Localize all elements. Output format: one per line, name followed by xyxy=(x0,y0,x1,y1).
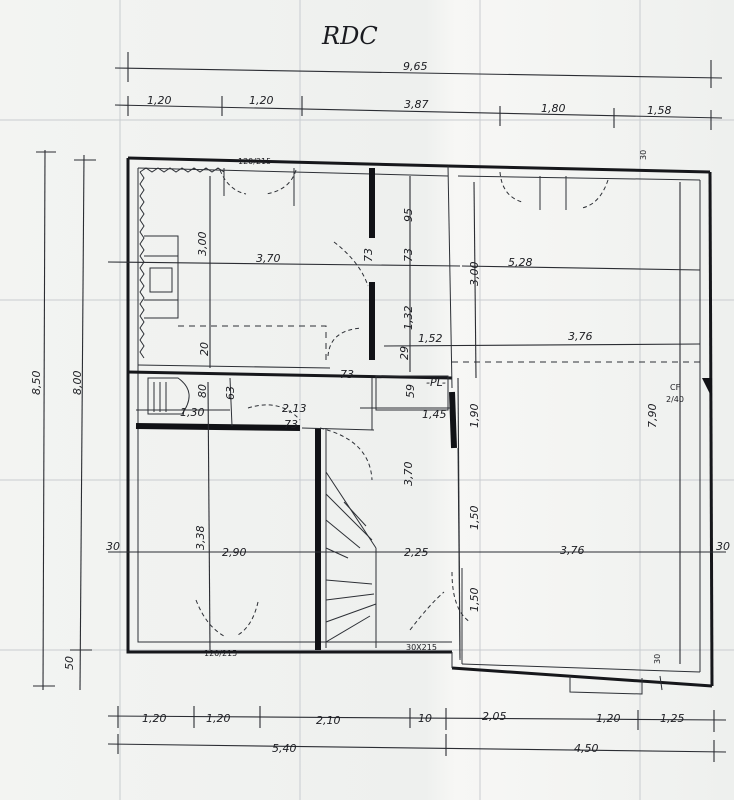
doors xyxy=(195,168,609,637)
label-mid-room-width: 2,90 xyxy=(222,546,247,559)
kitchen-zigzag-top xyxy=(139,167,225,173)
dim-bottom-4: 10 xyxy=(418,712,432,725)
dim-bottom-right-total: 4,50 xyxy=(574,742,599,755)
label-landing-73: 73 xyxy=(284,418,298,431)
label-hall-73-right: 73 xyxy=(402,248,415,262)
dim-bottom-2: 1,20 xyxy=(206,712,231,725)
label-window-bottom: 120/215 xyxy=(204,649,237,658)
dim-left-inner: 8,00 xyxy=(71,371,84,396)
bottom-dimensions xyxy=(107,706,727,762)
kitchen-counter xyxy=(144,235,327,362)
middle-dimension-labels: 30 3,38 2,90 2,25 3,76 30 xyxy=(106,526,730,560)
label-landing-213: 2,13 xyxy=(282,402,307,415)
label-small-152: 1,52 xyxy=(418,332,443,345)
wc-shape xyxy=(147,377,190,415)
label-wc-130: 1,30 xyxy=(180,406,205,419)
label-mid-stair-width: 2,25 xyxy=(404,546,429,559)
label-living-height: 7,90 xyxy=(646,404,659,429)
dim-top-1: 1,20 xyxy=(147,94,172,107)
dim-bottom-7: 1,25 xyxy=(660,712,685,725)
label-stair-190: 1,90 xyxy=(468,404,481,429)
dim-bottom-5: 2,05 xyxy=(482,710,507,723)
top-dimensions: 9,65 1,20 1,20 3,87 1,80 1,58 xyxy=(114,52,723,130)
label-mid-left-30: 30 xyxy=(106,540,120,553)
label-hall-95: 95 xyxy=(402,208,415,222)
label-wc-63: 63 xyxy=(224,386,237,400)
label-living-376-top: 3,76 xyxy=(568,330,593,343)
label-small-59: 59 xyxy=(404,384,417,398)
label-stair-height: 3,70 xyxy=(402,462,415,487)
label-wall-73: 73 xyxy=(340,368,354,381)
label-mid-living-width: 3,76 xyxy=(560,544,585,557)
chimney-marker xyxy=(702,378,712,398)
dim-top-5: 1,58 xyxy=(647,104,672,117)
dim-bottom-6: 1,20 xyxy=(596,712,621,725)
dim-top-2: 1,20 xyxy=(249,94,274,107)
top-window-labels: 120/215 30 xyxy=(238,150,648,166)
left-dimensions: 8,50 8,00 50 xyxy=(30,149,96,691)
bottom-dimension-labels: 120/215 30X215 1,20 1,20 2,10 10 2,05 1,… xyxy=(142,643,685,755)
label-chimney: CF xyxy=(670,383,681,392)
dim-bottom-1: 1,20 xyxy=(142,712,167,725)
label-wall-20: 20 xyxy=(198,342,211,356)
dim-overall-width: 9,65 xyxy=(403,60,428,73)
dim-left-bottom: 50 xyxy=(63,656,76,670)
plan-title: RDC xyxy=(321,22,378,50)
room-dimension-labels: 3,00 3,70 95 73 73 1,32 20 73 1,52 29 59… xyxy=(180,208,684,664)
label-top-right-margin: 30 xyxy=(639,150,648,160)
label-wc-80: 80 xyxy=(196,384,209,398)
label-mid-room-height: 3,38 xyxy=(194,526,207,551)
label-hall-73-left: 73 xyxy=(362,248,375,262)
label-kitchen-width: 3,70 xyxy=(256,252,281,265)
label-stair-150-a: 1,50 xyxy=(468,506,481,531)
label-small-29: 29 xyxy=(398,346,411,360)
label-stair-150-b: 1,50 xyxy=(468,588,481,613)
dim-top-3: 3,87 xyxy=(404,98,429,111)
interior-dimension-lines xyxy=(107,176,726,664)
label-kitchen-height: 3,00 xyxy=(196,232,209,257)
label-right-30-bottom: 30 xyxy=(653,654,662,664)
label-living-528: 5,28 xyxy=(508,256,533,269)
label-placard: -PL- xyxy=(426,376,446,389)
exterior-walls xyxy=(126,156,714,695)
label-living-300: 3,00 xyxy=(468,262,481,287)
label-hall-132: 1,32 xyxy=(402,306,415,331)
label-mid-right-30: 30 xyxy=(716,540,730,553)
label-window-top-left: 120/215 xyxy=(238,157,271,166)
dim-top-4: 1,80 xyxy=(541,102,566,115)
label-small-145: 1,45 xyxy=(422,408,447,421)
dim-bottom-left-total: 5,40 xyxy=(272,742,297,755)
label-chimney-size: 2/40 xyxy=(666,395,684,404)
kitchen-zigzag-edge xyxy=(139,171,145,359)
dim-left-outer: 8,50 xyxy=(30,371,43,396)
staircase xyxy=(325,471,377,648)
dim-bottom-3: 2,10 xyxy=(316,714,341,727)
label-window-small: 30X215 xyxy=(406,643,437,652)
interior-walls xyxy=(127,165,461,661)
